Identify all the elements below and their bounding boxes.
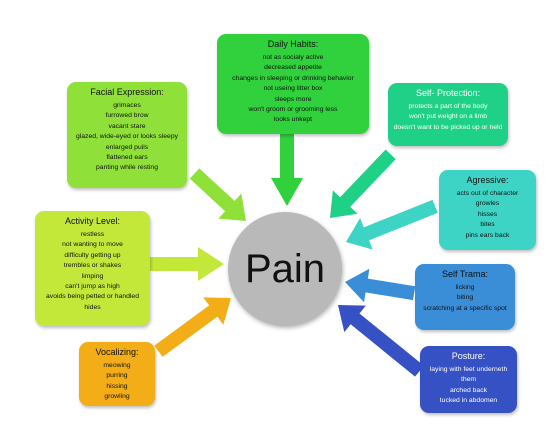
list-item: flattened ears (106, 154, 148, 162)
list-item: changes in sleeping or drinking behavior (232, 74, 354, 82)
daily-habits-box: Daily Habits: not as socialy active decr… (217, 34, 369, 134)
list-item: not useing litter box (263, 85, 323, 93)
list-item: growling (104, 393, 130, 401)
list-item: purring (106, 372, 128, 380)
arrow-self-trauma (345, 268, 416, 303)
list-item: laying with feet underneth them (429, 366, 508, 384)
arrow-self-protection (330, 149, 396, 218)
posture-box: Posture: laying with feet underneth them… (420, 346, 517, 413)
list-item: hissing (106, 382, 128, 390)
list-item: vacant stare (108, 122, 146, 130)
list-item: protects a part of the body (408, 103, 488, 110)
list-item: arched back (449, 386, 488, 394)
list-item: biting (456, 294, 474, 302)
list-item: doesn't want to be picked up or held (393, 123, 503, 131)
list-item: bites (480, 221, 495, 229)
list-item: growles (475, 200, 500, 208)
list-item: scratching at a specific spot (423, 304, 507, 312)
list-item: grimaces (113, 102, 141, 109)
list-item: panting while resting (96, 164, 158, 172)
list-item: licking (455, 284, 475, 291)
arrow-daily-habits (271, 134, 303, 206)
self-trauma-box: Self Trama: licking biting scratching at… (415, 264, 515, 330)
list-item: pins ears back (465, 231, 510, 239)
list-item: tucked in abdomen (439, 397, 498, 405)
facial-expression-title: Facial Expression: (90, 87, 164, 97)
list-item: hides (84, 303, 101, 311)
vocalizing-box: Vocalizing: meowing purring hissing grow… (79, 342, 155, 406)
activity-level-box: Activity Level: restless not wanting to … (35, 211, 150, 326)
list-item: restless (80, 231, 105, 238)
arrow-activity-level (150, 247, 224, 281)
self-protection-title: Self- Protection: (415, 88, 481, 98)
list-item: avoids being petted or handled (46, 293, 139, 301)
list-item: acts out of character (456, 190, 519, 197)
pain-center-circle: Pain (228, 212, 342, 326)
arrow-facial-expression (189, 168, 246, 221)
list-item: meowing (103, 362, 131, 369)
activity-level-title: Activity Level: (64, 216, 121, 226)
list-item: won't put weight on a limb (409, 113, 487, 121)
list-item: decreased appetite (264, 64, 322, 72)
list-item: looks unkept (273, 116, 313, 124)
self-trauma-title: Self Trama: (441, 269, 488, 279)
posture-title: Posture: (451, 351, 486, 361)
daily-habits-title: Daily Habits: (267, 39, 319, 49)
aggressive-title: Agressive: (466, 175, 509, 185)
list-item: enlarged puils (105, 143, 149, 151)
arrow-aggressive (346, 199, 438, 250)
list-item: difficulty getting up (64, 251, 121, 259)
facial-expression-box: Facial Expression: grimaces furrowed bro… (67, 82, 187, 188)
list-item: limping (81, 272, 104, 280)
list-item: not as socialy active (262, 54, 324, 61)
aggressive-box: Agressive: acts out of character growles… (439, 170, 536, 250)
list-item: glazed, wide-eyed or looks sleepy (75, 133, 178, 141)
list-item: won't groom or grooming less (248, 106, 338, 114)
list-item: not wanting to move (62, 241, 123, 249)
list-item: can't jump as high (65, 283, 120, 291)
list-item: trembles or shakes (63, 262, 122, 270)
arrow-vocalizing (154, 297, 231, 357)
arrow-posture (338, 305, 424, 377)
pain-label: Pain (244, 246, 326, 291)
list-item: hisses (477, 210, 498, 218)
list-item: sleeps more (274, 95, 312, 103)
self-protection-box: Self- Protection: protects a part of the… (388, 83, 508, 146)
list-item: furrowed brow (105, 112, 149, 120)
vocalizing-title: Vocalizing: (95, 347, 139, 357)
